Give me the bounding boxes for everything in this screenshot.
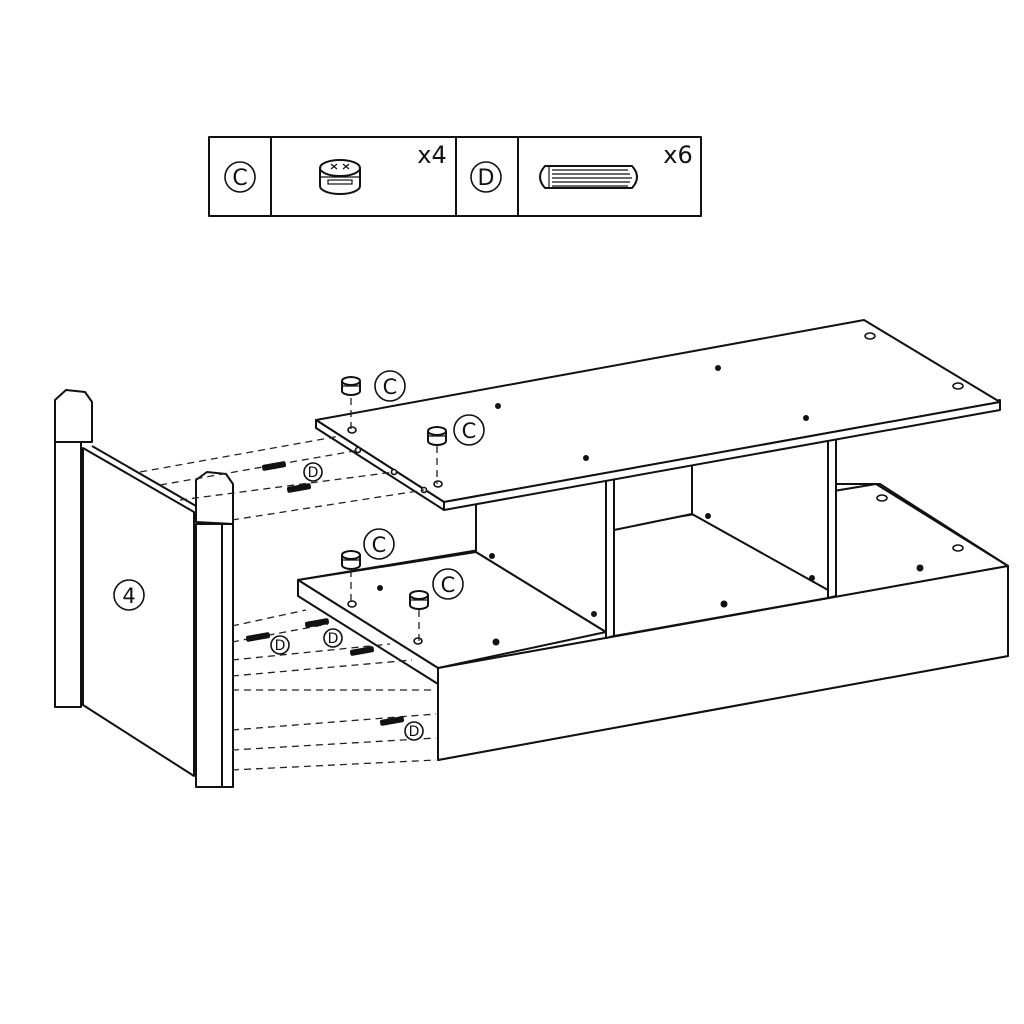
part-d-label: D [470,161,502,193]
svg-text:C: C [383,375,398,399]
top-board [315,319,1001,511]
cam-lock-icon [319,159,361,195]
svg-text:C: C [372,533,387,557]
callout-d-1: D [303,462,323,482]
cabinet-body [297,399,1009,761]
callout-d-4: D [404,721,424,741]
svg-text:D: D [328,631,339,647]
callout-d-2: D [270,635,290,655]
svg-text:4: 4 [122,584,135,608]
dowel-icon [539,165,638,189]
callout-d-3: D [323,628,343,648]
svg-text:C: C [232,166,247,191]
svg-text:D: D [275,638,286,654]
callout-c-4: C [432,568,464,600]
cam-callouts: C C C C [363,370,485,600]
callout-c-2: C [453,414,485,446]
svg-text:D: D [478,166,495,191]
dowel-marks [245,461,405,726]
svg-text:C: C [462,419,477,443]
part-c-label: C [224,161,256,193]
dowel-callouts: D D D D [270,462,424,741]
parts-table: C x4 D x6 [208,136,702,217]
callout-c-3: C [363,528,395,560]
svg-text:D: D [409,724,420,740]
side-panel: 4 [54,389,234,788]
callout-c-1: C [374,370,406,402]
part-c-quantity: x4 [417,141,446,169]
svg-text:D: D [308,465,319,481]
part-d-quantity: x6 [663,141,692,169]
alignment-lines [139,398,438,771]
cam-lock-marks [341,376,447,610]
svg-text:C: C [441,573,456,597]
side-panel-label: 4 [113,579,145,611]
